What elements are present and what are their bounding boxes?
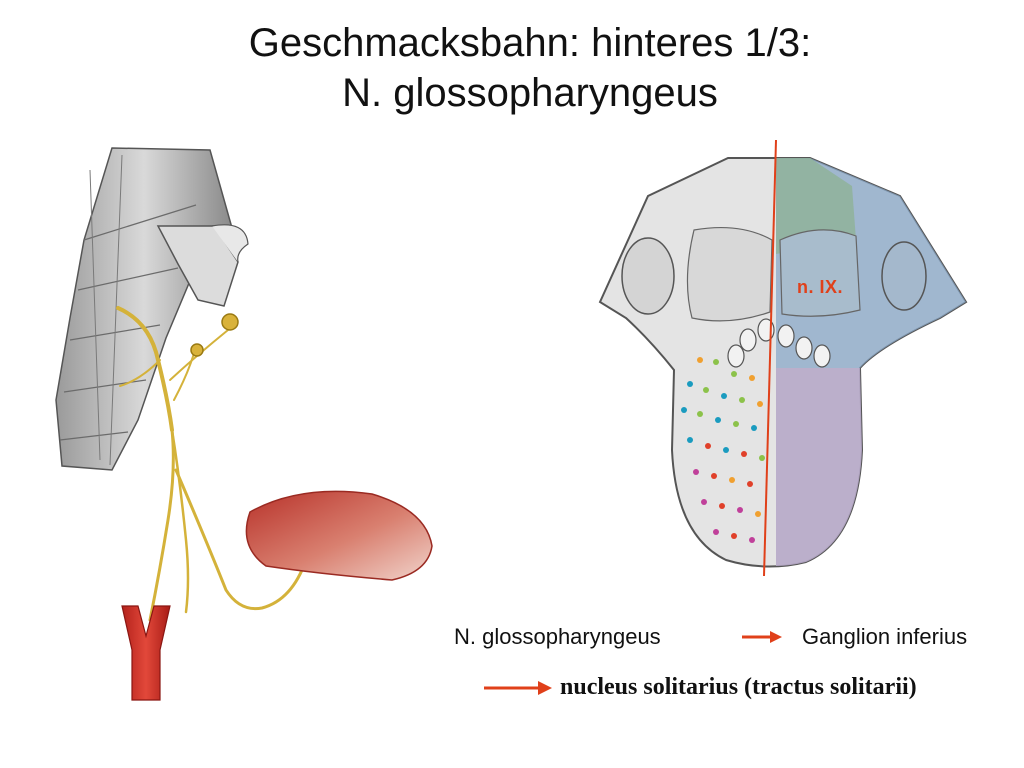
title-line-1: Geschmacksbahn: hinteres 1/3: <box>248 21 812 65</box>
tongue-midline <box>763 139 777 577</box>
tongue-diagram <box>598 139 968 577</box>
pathway-step-ganglion: Ganglion inferius <box>802 624 968 649</box>
parotid-gland <box>245 490 433 581</box>
pathway-step-nucleus: nucleus solitarius (tractus solitarii) <box>560 674 917 700</box>
slide-title: Geschmacksbahn: hinteres 1/3: N. glossop… <box>0 18 1024 118</box>
cranial-nerve-ix-label: n. IX. <box>797 277 844 297</box>
taste-dots <box>681 357 765 543</box>
pathway-arrow-1 <box>742 631 782 643</box>
carotid-artery <box>121 605 171 701</box>
glossopharyngeal-nerve <box>116 306 308 622</box>
ganglion-marker <box>190 313 239 357</box>
pathway-step-nerve: N. glossopharyngeus <box>454 624 661 649</box>
pathway-arrow-2 <box>484 681 552 695</box>
brainstem-drawing <box>55 147 249 471</box>
title-line-2: N. glossopharyngeus <box>342 71 718 115</box>
